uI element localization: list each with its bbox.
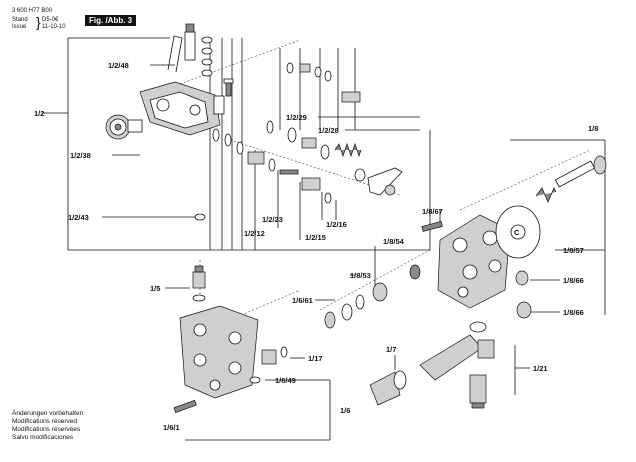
gauge-knob-part bbox=[105, 114, 143, 140]
modification-notes: Änderungen vorbehalten Modifications res… bbox=[12, 410, 83, 442]
label-c: C bbox=[514, 228, 520, 237]
label-1-8-54: 1/8/54 bbox=[383, 237, 405, 246]
doc-number: 3 600 H77 B00 bbox=[12, 8, 53, 14]
note-en: Modifications reserved bbox=[12, 418, 78, 425]
diaphragm-c-part bbox=[495, 205, 541, 259]
middle-valve-stack bbox=[266, 120, 403, 196]
label-1-8-53: 1/8/53 bbox=[350, 271, 371, 280]
elbow-1-21-part bbox=[419, 321, 495, 409]
label-1-7: 1/7 bbox=[386, 345, 396, 354]
stand-code: D5-0€ bbox=[42, 17, 59, 23]
label-1-2-38: 1/2/38 bbox=[70, 151, 91, 160]
hex-key-part bbox=[167, 35, 183, 73]
label-1-6: 1/6 bbox=[340, 406, 350, 415]
small-screw-part bbox=[223, 78, 234, 97]
label-1-21: 1/21 bbox=[533, 364, 548, 373]
manifold-body-part bbox=[139, 23, 225, 136]
plug-1-8-66-parts bbox=[515, 270, 532, 319]
label-1-8-67: 1/8/67 bbox=[422, 207, 443, 216]
pump-head-part bbox=[437, 214, 511, 309]
piston-spring-part bbox=[535, 155, 607, 203]
bracket-glyph: } bbox=[36, 14, 41, 30]
label-1-2-29: 1/2/29 bbox=[286, 113, 307, 122]
label-1-6-49: 1/6/49 bbox=[275, 376, 296, 385]
label-1-2-23: 1/2/23 bbox=[262, 215, 283, 224]
label-1-8-57: 1/8/57 bbox=[563, 246, 584, 255]
pump-body-part bbox=[179, 305, 259, 399]
inlet-fitting-1-7-part bbox=[369, 370, 407, 406]
figure-label: Fig. /Abb. 3 bbox=[85, 15, 137, 26]
note-es: Salvo modificaciones bbox=[12, 434, 74, 441]
label-1-2-28: 1/2/28 bbox=[318, 126, 339, 135]
lower-manifold-stack bbox=[212, 128, 332, 204]
label-1-5: 1/5 bbox=[150, 284, 160, 293]
label-1-2: 1/2 bbox=[34, 109, 44, 118]
fitting-1-5-part bbox=[192, 265, 206, 302]
label-1-2-16: 1/2/16 bbox=[326, 220, 347, 229]
group-frame-1-2 bbox=[42, 37, 431, 251]
note-de: Änderungen vorbehalten bbox=[12, 410, 84, 417]
valve-1-17-part bbox=[249, 346, 288, 384]
upper-valve-stack bbox=[286, 62, 361, 103]
stand-label: Stand bbox=[12, 17, 28, 23]
small-oring-part bbox=[194, 213, 206, 221]
leader-lines bbox=[102, 38, 605, 441]
note-fr: Modifications réservées bbox=[12, 426, 81, 433]
label-1-2-12: 1/2/12 bbox=[244, 229, 265, 238]
label-1-6-61: 1/6/61 bbox=[292, 296, 313, 305]
label-1-2-43: 1/2/43 bbox=[68, 213, 89, 222]
label-1-6-1: 1/6/1 bbox=[163, 423, 180, 432]
label-1-2-15: 1/2/15 bbox=[305, 233, 326, 242]
issue-label: Issue bbox=[12, 24, 27, 30]
label-1-8-66-lower: 1/8/66 bbox=[563, 308, 584, 317]
label-1-17: 1/17 bbox=[308, 354, 323, 363]
bolt-1-8-67-part bbox=[421, 221, 443, 232]
label-1-8: 1/8 bbox=[588, 124, 598, 133]
label-1-8-66-upper: 1/8/66 bbox=[563, 276, 584, 285]
label-1-2-48: 1/2/48 bbox=[108, 61, 129, 70]
upper-oring-stack bbox=[201, 36, 213, 77]
piston-seals-left bbox=[324, 264, 421, 329]
bolt-1-6-1-part bbox=[173, 399, 197, 414]
issue-date: 11-10-10 bbox=[42, 24, 66, 30]
